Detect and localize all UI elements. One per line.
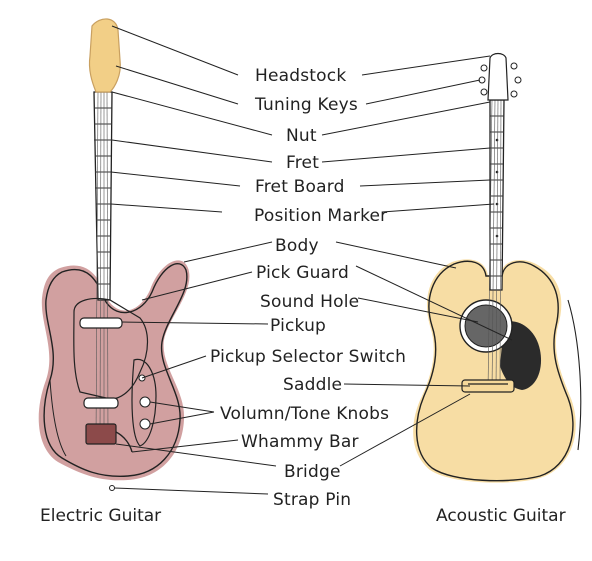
acoustic-guitar [413, 52, 582, 483]
line-position-marker-left [110, 203, 223, 213]
line-fret-right [321, 147, 491, 163]
acoustic-headstock [487, 52, 509, 101]
line-body-left [183, 241, 273, 263]
electric-guitar [38, 18, 190, 491]
acoustic-pickguard [500, 321, 542, 390]
label-nut: Nut [286, 126, 317, 146]
line-nut-left [111, 91, 273, 136]
label-saddle: Saddle [283, 375, 343, 395]
label-body: Body [275, 236, 319, 256]
line-nut-right [321, 101, 491, 136]
electric-pickguard [73, 297, 149, 400]
line-selector-left [141, 355, 207, 379]
line-pickguard-left [141, 271, 253, 301]
acoustic-strings [487, 99, 502, 391]
label-headstock: Headstock [255, 66, 347, 86]
electric-body-inner-curve [49, 379, 67, 457]
electric-bridge [85, 423, 117, 445]
line-body-right [335, 241, 457, 269]
acoustic-sound-hole [464, 304, 508, 348]
label-strap-pin: Strap Pin [273, 490, 352, 510]
caption-acoustic-guitar: Acoustic Guitar [436, 506, 566, 526]
label-fret-board: Fret Board [255, 177, 345, 197]
line-knob2-left [149, 411, 215, 425]
line-pickup-left [121, 321, 269, 325]
label-pickup-selector-switch: Pickup Selector Switch [210, 347, 407, 367]
electric-pickup-neck [79, 317, 123, 329]
line-pickguard-right [355, 265, 513, 341]
line-fretboard-right [359, 179, 491, 187]
electric-pickup-bridge [83, 397, 119, 409]
electric-frets [94, 107, 112, 285]
label-volume-tone-knobs: Volumn/Tone Knobs [220, 404, 390, 424]
acoustic-side-depth [567, 299, 582, 451]
electric-strap-pin [109, 485, 115, 491]
label-pick-guard: Pick Guard [256, 263, 350, 283]
line-position-marker-right [381, 203, 495, 213]
line-tuning-keys-left [115, 65, 239, 105]
line-knob1-left [149, 401, 215, 413]
label-position-marker: Position Marker [254, 206, 388, 226]
electric-body-outline [43, 263, 188, 478]
electric-headstock [88, 18, 121, 93]
line-fret-left [111, 139, 273, 163]
acoustic-body-fill [413, 259, 576, 483]
electric-knob-1 [139, 396, 151, 408]
electric-body-fill [38, 260, 190, 481]
line-soundhole-right [357, 297, 479, 323]
acoustic-tuning-keys [478, 62, 522, 98]
electric-strings [95, 91, 109, 441]
line-tuning-keys-right [365, 79, 481, 105]
line-whammy-left [131, 439, 239, 453]
line-bridge-left [115, 443, 277, 467]
label-fret: Fret [286, 153, 320, 173]
label-pickup: Pickup [270, 316, 327, 336]
line-fretboard-left [110, 171, 241, 187]
caption-electric-guitar: Electric Guitar [40, 506, 162, 526]
electric-knob-2 [139, 418, 151, 430]
label-bridge: Bridge [284, 462, 341, 482]
label-whammy-bar: Whammy Bar [241, 432, 359, 452]
line-strappin-left [113, 487, 269, 495]
line-bridge-right [339, 393, 471, 467]
line-saddle-right [343, 383, 471, 387]
label-tuning-keys: Tuning Keys [255, 95, 358, 115]
label-sound-hole: Sound Hole [260, 292, 360, 312]
line-headstock-left [111, 25, 239, 76]
acoustic-body-outline [416, 260, 574, 482]
electric-whammy-bar [115, 431, 133, 453]
line-headstock-right [361, 55, 491, 76]
electric-control-plate [131, 358, 157, 447]
leader-lines [110, 25, 513, 495]
acoustic-frets [490, 115, 504, 277]
